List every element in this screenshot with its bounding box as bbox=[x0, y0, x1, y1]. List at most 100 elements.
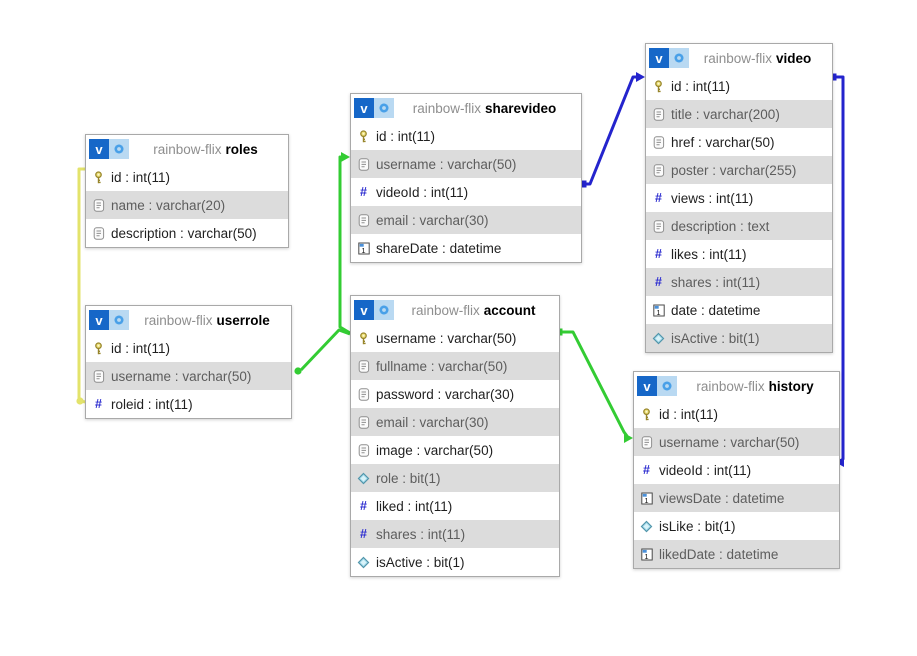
field-name: likes bbox=[671, 246, 699, 262]
field-row-userrole-roleid[interactable]: #roleid : int(11) bbox=[86, 390, 291, 418]
field-row-sharevideo-videoId[interactable]: #videoId : int(11) bbox=[351, 178, 581, 206]
field-row-account-username[interactable]: username : varchar(50) bbox=[351, 324, 559, 352]
field-separator: : bbox=[693, 518, 705, 534]
field-row-video-href[interactable]: href : varchar(50) bbox=[646, 128, 832, 156]
calendar-icon: 1 bbox=[356, 242, 371, 255]
number-icon: # bbox=[651, 248, 666, 261]
field-row-sharevideo-id[interactable]: id : int(11) bbox=[351, 122, 581, 150]
table-toggle-button[interactable]: v bbox=[649, 48, 669, 68]
relation-line-account.username-to-userrole.username[interactable] bbox=[299, 328, 351, 372]
bit-icon bbox=[651, 332, 666, 345]
field-row-userrole-id[interactable]: id : int(11) bbox=[86, 334, 291, 362]
number-icon: # bbox=[639, 464, 654, 477]
table-toggle-button[interactable]: v bbox=[89, 139, 109, 159]
text-icon bbox=[91, 369, 106, 383]
field-row-video-shares[interactable]: #shares : int(11) bbox=[646, 268, 832, 296]
field-row-account-email[interactable]: email : varchar(30) bbox=[351, 408, 559, 436]
gear-icon[interactable] bbox=[657, 376, 677, 396]
field-row-sharevideo-username[interactable]: username : varchar(50) bbox=[351, 150, 581, 178]
field-row-roles-description[interactable]: description : varchar(50) bbox=[86, 219, 288, 247]
relation-line-account.username-to-sharevideo.username[interactable] bbox=[338, 155, 351, 335]
bit-icon bbox=[356, 556, 371, 569]
field-row-video-views[interactable]: #views : int(11) bbox=[646, 184, 832, 212]
relation-line-account.username-to-history.username[interactable] bbox=[558, 330, 629, 437]
field-type: int(11) bbox=[132, 169, 171, 185]
field-type: bit(1) bbox=[728, 330, 760, 346]
field-row-userrole-username[interactable]: username : varchar(50) bbox=[86, 362, 291, 390]
field-type: int(11) bbox=[415, 498, 453, 514]
field-row-video-likes[interactable]: #likes : int(11) bbox=[646, 240, 832, 268]
gear-icon[interactable] bbox=[374, 300, 394, 320]
field-row-account-fullname[interactable]: fullname : varchar(50) bbox=[351, 352, 559, 380]
field-row-account-isActive[interactable]: isActive : bit(1) bbox=[351, 548, 559, 576]
field-row-history-username[interactable]: username : varchar(50) bbox=[634, 428, 839, 456]
field-row-video-description[interactable]: description : text bbox=[646, 212, 832, 240]
gear-icon[interactable] bbox=[374, 98, 394, 118]
field-row-history-isLike[interactable]: isLike : bit(1) bbox=[634, 512, 839, 540]
field-type: int(11) bbox=[132, 340, 171, 356]
field-type: bit(1) bbox=[433, 554, 465, 570]
field-name: isLike bbox=[659, 518, 694, 534]
database-name: rainbow-flix bbox=[696, 378, 765, 394]
field-row-video-title[interactable]: title : varchar(200) bbox=[646, 100, 832, 128]
field-row-account-liked[interactable]: #liked : int(11) bbox=[351, 492, 559, 520]
field-row-video-poster[interactable]: poster : varchar(255) bbox=[646, 156, 832, 184]
field-name: username bbox=[376, 330, 437, 346]
field-separator: : bbox=[694, 134, 706, 150]
gear-icon[interactable] bbox=[109, 310, 129, 330]
table-toggle-button[interactable]: v bbox=[354, 98, 374, 118]
field-row-sharevideo-email[interactable]: email : varchar(30) bbox=[351, 206, 581, 234]
field-row-video-isActive[interactable]: isActive : bit(1) bbox=[646, 324, 832, 352]
field-row-roles-id[interactable]: id : int(11) bbox=[86, 163, 288, 191]
relation-endpoint-dot bbox=[76, 397, 84, 405]
field-separator: : bbox=[721, 490, 733, 506]
field-separator: : bbox=[121, 340, 133, 356]
field-separator: : bbox=[736, 218, 748, 234]
field-name: id bbox=[376, 128, 387, 144]
field-separator: : bbox=[719, 434, 731, 450]
field-type: varchar(50) bbox=[187, 225, 257, 241]
field-name: username bbox=[659, 434, 720, 450]
table-toggle-button[interactable]: v bbox=[354, 300, 374, 320]
field-row-history-id[interactable]: id : int(11) bbox=[634, 400, 839, 428]
field-row-account-image[interactable]: image : varchar(50) bbox=[351, 436, 559, 464]
field-row-account-shares[interactable]: #shares : int(11) bbox=[351, 520, 559, 548]
field-type: int(11) bbox=[427, 526, 466, 542]
field-separator: : bbox=[681, 78, 693, 94]
field-row-roles-name[interactable]: name : varchar(20) bbox=[86, 191, 288, 219]
field-separator: : bbox=[427, 358, 439, 374]
relation-line-sharevideo.videoId-to-video.id[interactable] bbox=[582, 75, 639, 186]
gear-icon[interactable] bbox=[669, 48, 689, 68]
svg-text:1: 1 bbox=[644, 551, 648, 560]
gear-icon[interactable] bbox=[109, 139, 129, 159]
field-row-video-id[interactable]: id : int(11) bbox=[646, 72, 832, 100]
field-name: shareDate bbox=[376, 240, 439, 256]
field-row-history-videoId[interactable]: #videoId : int(11) bbox=[634, 456, 839, 484]
text-icon bbox=[91, 226, 106, 240]
table-toggle-button[interactable]: v bbox=[89, 310, 109, 330]
field-row-account-role[interactable]: role : bit(1) bbox=[351, 464, 559, 492]
table-toggle-button[interactable]: v bbox=[637, 376, 657, 396]
field-row-account-password[interactable]: password : varchar(30) bbox=[351, 380, 559, 408]
table-name: sharevideo bbox=[484, 100, 557, 116]
